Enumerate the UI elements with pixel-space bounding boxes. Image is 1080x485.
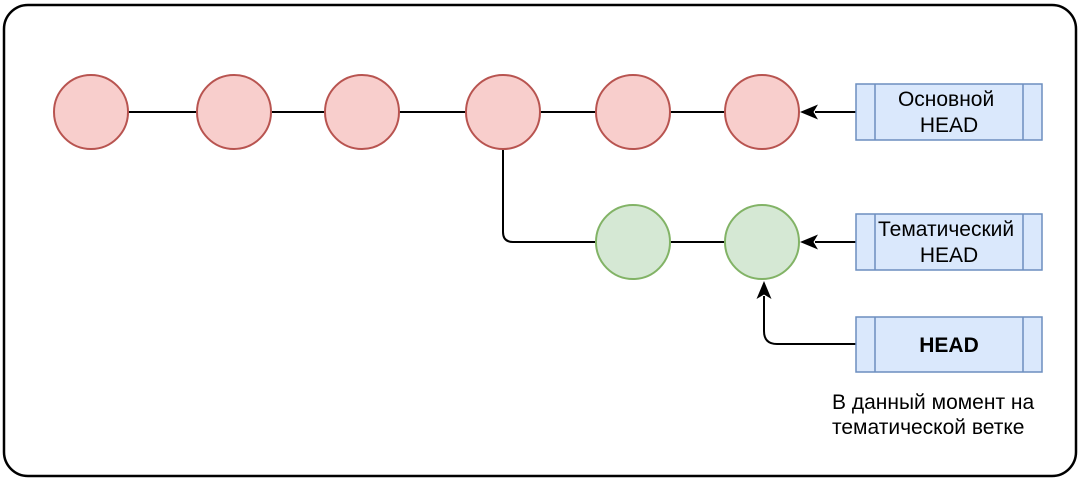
main-head-label-line1: Основной xyxy=(898,88,994,111)
commit-node-main-1 xyxy=(53,74,129,150)
topic-head-label-box: Тематический HEAD xyxy=(855,213,1043,271)
caption-line2: тематической ветке xyxy=(832,416,1024,439)
commit-node-main-6 xyxy=(724,74,800,150)
arrowhead-up-icon xyxy=(756,281,772,299)
caption: В данный момент на тематической ветке xyxy=(832,391,1040,439)
main-head-label: Основной HEAD xyxy=(898,88,1000,137)
head-arrow xyxy=(756,281,856,345)
main-head-arrow xyxy=(800,104,856,120)
commit-node-topic-2 xyxy=(724,204,800,280)
commit-node-main-5 xyxy=(595,74,671,150)
diagram-border xyxy=(2,3,1078,478)
topic-head-label-line1: Тематический xyxy=(878,218,1014,241)
arrowhead-left-icon xyxy=(800,104,818,120)
main-head-label-box: Основной HEAD xyxy=(855,83,1043,141)
commit-node-main-2 xyxy=(196,74,272,150)
arrowhead-left-icon xyxy=(800,234,818,250)
main-head-label-line2: HEAD xyxy=(920,114,978,137)
topic-head-arrow xyxy=(800,234,856,250)
commit-node-main-3 xyxy=(324,74,400,150)
head-label: HEAD xyxy=(919,334,979,357)
topic-head-label-line2: HEAD xyxy=(920,244,978,267)
branch-split-connector xyxy=(502,112,633,243)
commit-node-topic-1 xyxy=(595,204,671,280)
head-label-box: HEAD xyxy=(855,316,1043,373)
caption-line1: В данный момент на xyxy=(832,391,1035,414)
commit-node-main-4 xyxy=(465,74,541,150)
topic-head-label: Тематический HEAD xyxy=(878,218,1020,267)
